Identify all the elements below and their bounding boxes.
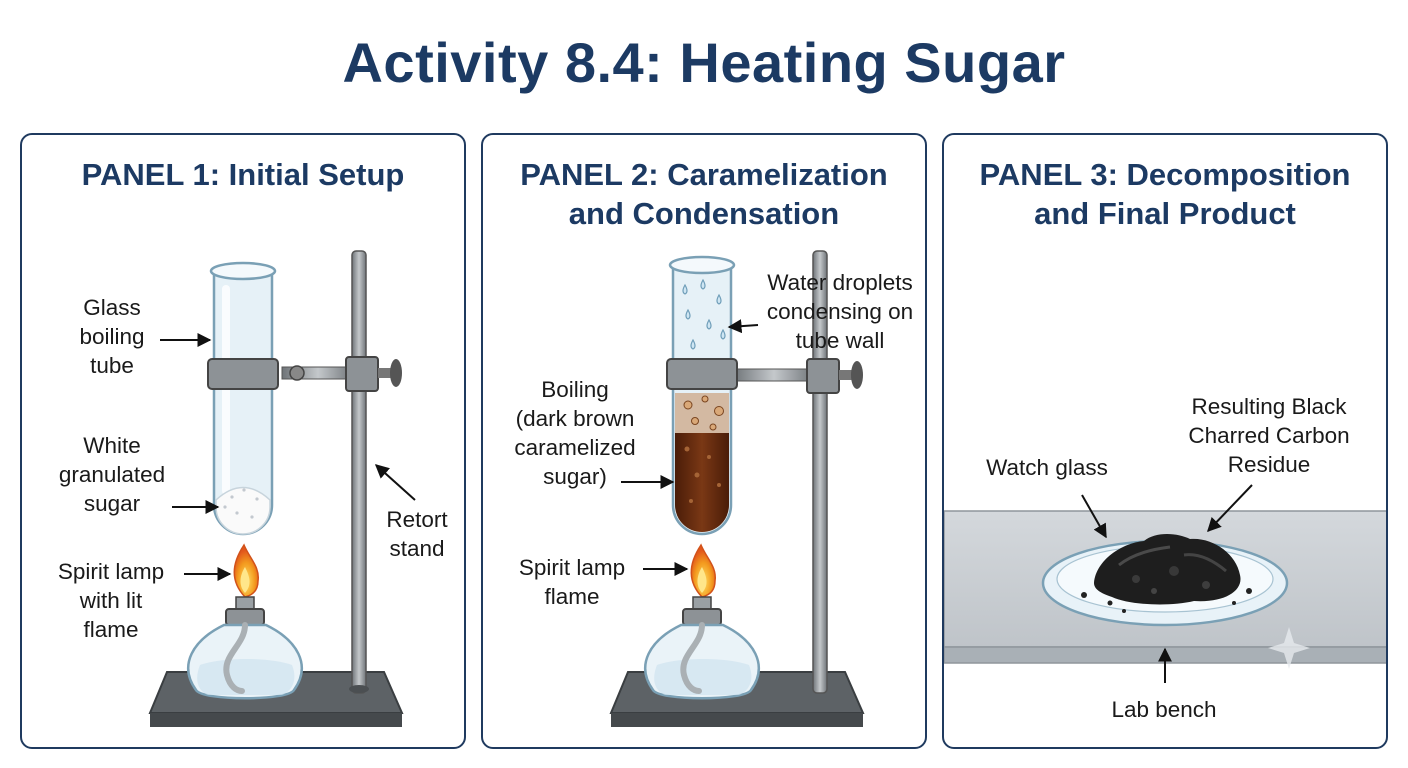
panel-initial-setup: PANEL 1: Initial Setup Glass boiling tub… [20, 133, 466, 749]
label-spirit-lamp-flame: Spirit lamp flame [518, 555, 626, 609]
label-boiling-caramelized-sugar: Boiling (dark brown caramelized sugar) [514, 377, 636, 489]
panel-3-title: PANEL 3: Decomposition and Final Product [979, 157, 1351, 231]
panel-final-product: PANEL 3: Decomposition and Final Product… [942, 133, 1388, 749]
stand-label-arrow [374, 464, 416, 501]
residue-label-arrow [1207, 484, 1253, 533]
label-glass-boiling-tube: Glass boiling tube [79, 295, 145, 378]
flame-icon [690, 543, 716, 598]
label-retort-stand: Retort stand [386, 507, 448, 561]
spirit-lamp [187, 596, 303, 700]
sugar-pile [215, 486, 271, 535]
panel-caramelization: PANEL 2: Caramelization and Condensation… [481, 133, 927, 749]
flame-icon [233, 543, 259, 598]
panel-1-title: PANEL 1: Initial Setup [81, 157, 405, 192]
label-carbon-residue: Resulting Black Charred Carbon Residue [1188, 394, 1350, 477]
boiling-tube [209, 261, 277, 536]
watch-glass-label-arrow [1081, 494, 1107, 539]
label-watch-glass: Watch glass [986, 455, 1108, 480]
retort-stand-rod [349, 250, 369, 694]
label-lab-bench: Lab bench [1111, 697, 1217, 722]
sparkle-icon [1268, 627, 1310, 669]
droplets-label-arrow [727, 319, 759, 334]
water-droplets [682, 278, 726, 350]
initial-setup-illustration [148, 250, 416, 727]
panel-2-title: PANEL 2: Caramelization and Condensation [520, 157, 888, 231]
page-title: Activity 8.4: Heating Sugar [342, 31, 1066, 94]
clamp-band [666, 358, 738, 390]
label-water-droplets: Water droplets condensing on tube wall [766, 270, 914, 353]
clamp [732, 358, 863, 394]
label-white-granulated-sugar: White granulated sugar [58, 433, 166, 516]
final-product-illustration [944, 484, 1386, 683]
spirit-lamp [644, 596, 760, 700]
carbon-residue [1081, 534, 1252, 613]
clamp [281, 356, 402, 392]
clamp-band [207, 358, 279, 390]
caramelization-illustration [609, 250, 865, 727]
caramelized-sugar [675, 393, 729, 532]
label-spirit-lamp: Spirit lamp with lit flame [57, 559, 165, 642]
